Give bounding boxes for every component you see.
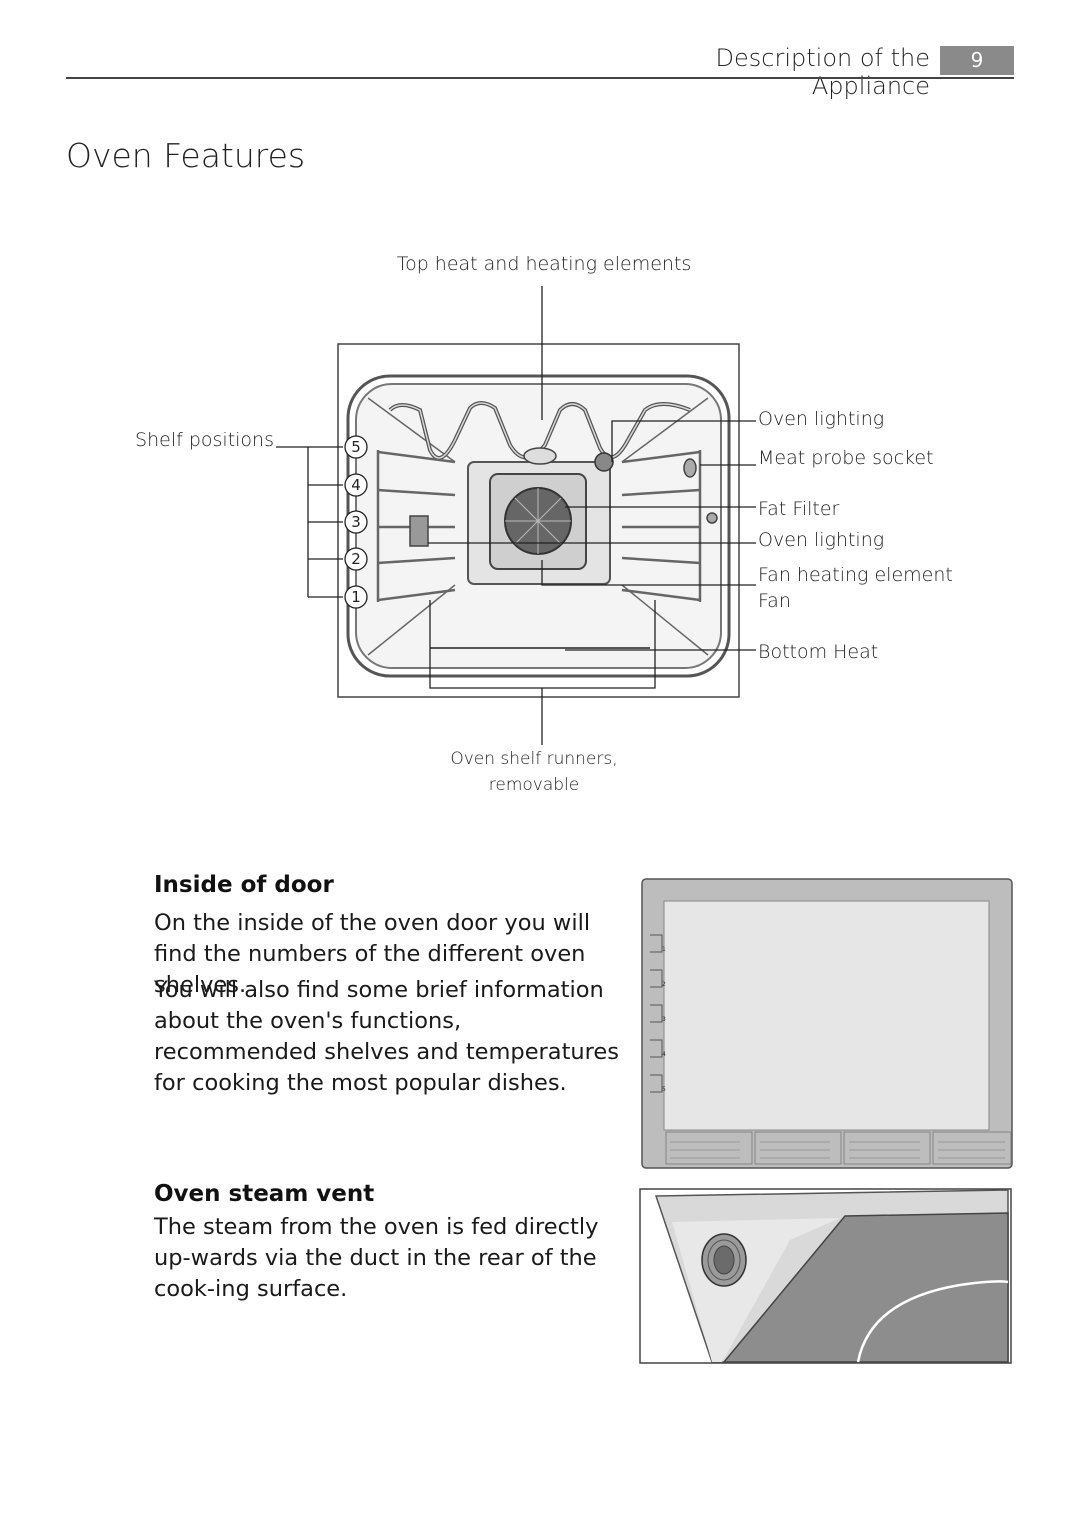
door-shelf-number: 5	[662, 1086, 666, 1093]
door-shelf-number: 1	[662, 946, 666, 953]
oven-outer-frame	[337, 343, 740, 698]
leader-lines	[276, 286, 756, 745]
hob-surface	[722, 1212, 1009, 1363]
label-bottom-heat: Bottom Heat	[758, 641, 878, 663]
header-rule	[66, 77, 1014, 79]
inside-door-paragraph-1: On the inside of the oven door you will …	[154, 910, 591, 998]
section-title: Description of the Appliance	[715, 44, 930, 100]
steam-vent-heading: Oven steam vent	[154, 1181, 375, 1207]
shelf-number: 5	[351, 438, 361, 456]
shelf-number: 2	[351, 550, 361, 568]
label-top-heat: Top heat and heating elements	[397, 253, 692, 275]
page-title: Oven Features	[66, 136, 306, 175]
side-oven-light	[409, 515, 429, 547]
label-fat-filter: Fat Filter	[758, 498, 840, 520]
cooking-table-strip	[665, 1131, 1012, 1165]
door-shelf-number: 3	[662, 1016, 666, 1023]
steam-vent-illustration	[639, 1188, 1012, 1364]
label-oven-lighting-top: Oven lighting	[758, 408, 884, 430]
door-shelf-number: 4	[662, 1051, 666, 1058]
inside-door-heading: Inside of door	[154, 872, 334, 898]
label-fan: Fan	[758, 590, 791, 612]
steam-vent-paragraph: The steam from the oven is fed directly …	[154, 1214, 599, 1302]
label-shelf-positions: Shelf positions	[135, 429, 274, 451]
shelf-number: 3	[351, 513, 361, 531]
page-number: 9	[940, 46, 1014, 75]
shelf-number-markers: 5 4 3 2 1	[344, 435, 368, 609]
inside-door-paragraph-2: You will also find some brief informatio…	[154, 977, 619, 1096]
meat-probe-socket	[594, 452, 614, 472]
label-fan-heating-element: Fan heating element	[758, 564, 953, 586]
oven-door-illustration: 1 2 3 4 5	[641, 878, 1013, 1169]
label-shelf-runners-removable: removable	[489, 775, 580, 795]
door-shelf-number: 2	[662, 981, 666, 988]
label-shelf-runners: Oven shelf runners,	[450, 749, 617, 769]
label-oven-lighting-mid: Oven lighting	[758, 529, 884, 551]
shelf-number: 4	[351, 476, 361, 494]
shelf-number: 1	[351, 588, 361, 606]
label-meat-probe-socket: Meat probe socket	[758, 447, 934, 469]
right-shelf-runners	[621, 450, 702, 602]
